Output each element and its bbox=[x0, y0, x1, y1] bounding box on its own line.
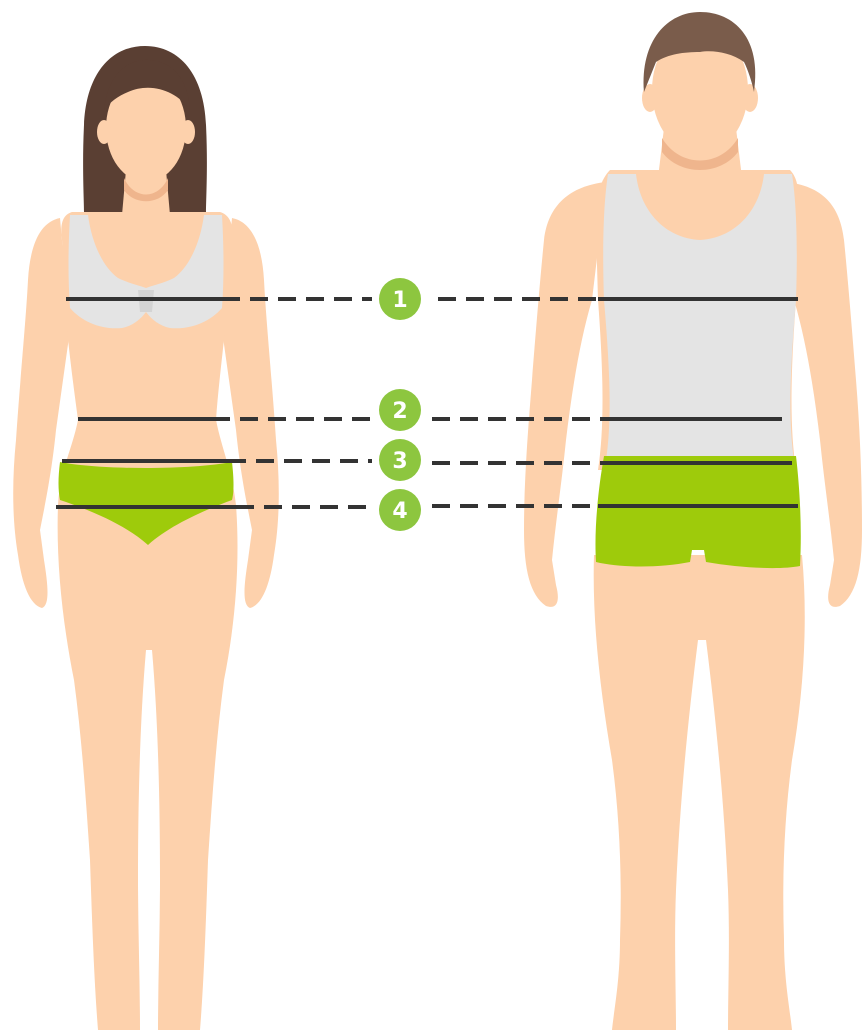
measurement-badge-4: 4 bbox=[379, 489, 421, 531]
man-figure bbox=[524, 12, 862, 1030]
woman-legs bbox=[58, 505, 238, 1030]
woman-right-ear bbox=[181, 120, 195, 144]
badge-4-number: 4 bbox=[392, 499, 407, 524]
man-right-ear bbox=[742, 84, 758, 112]
woman-figure bbox=[13, 46, 279, 1030]
badge-3-number: 3 bbox=[392, 449, 407, 474]
man-legs bbox=[594, 555, 805, 1030]
woman-left-ear bbox=[97, 120, 111, 144]
measurement-badge-3: 3 bbox=[379, 439, 421, 481]
man-left-arm bbox=[524, 182, 606, 607]
man-shorts bbox=[595, 456, 800, 568]
measurement-badge-2: 2 bbox=[379, 389, 421, 431]
badge-2-number: 2 bbox=[392, 399, 407, 424]
measurement-badge-1: 1 bbox=[379, 278, 421, 320]
badge-1-number: 1 bbox=[392, 288, 407, 313]
